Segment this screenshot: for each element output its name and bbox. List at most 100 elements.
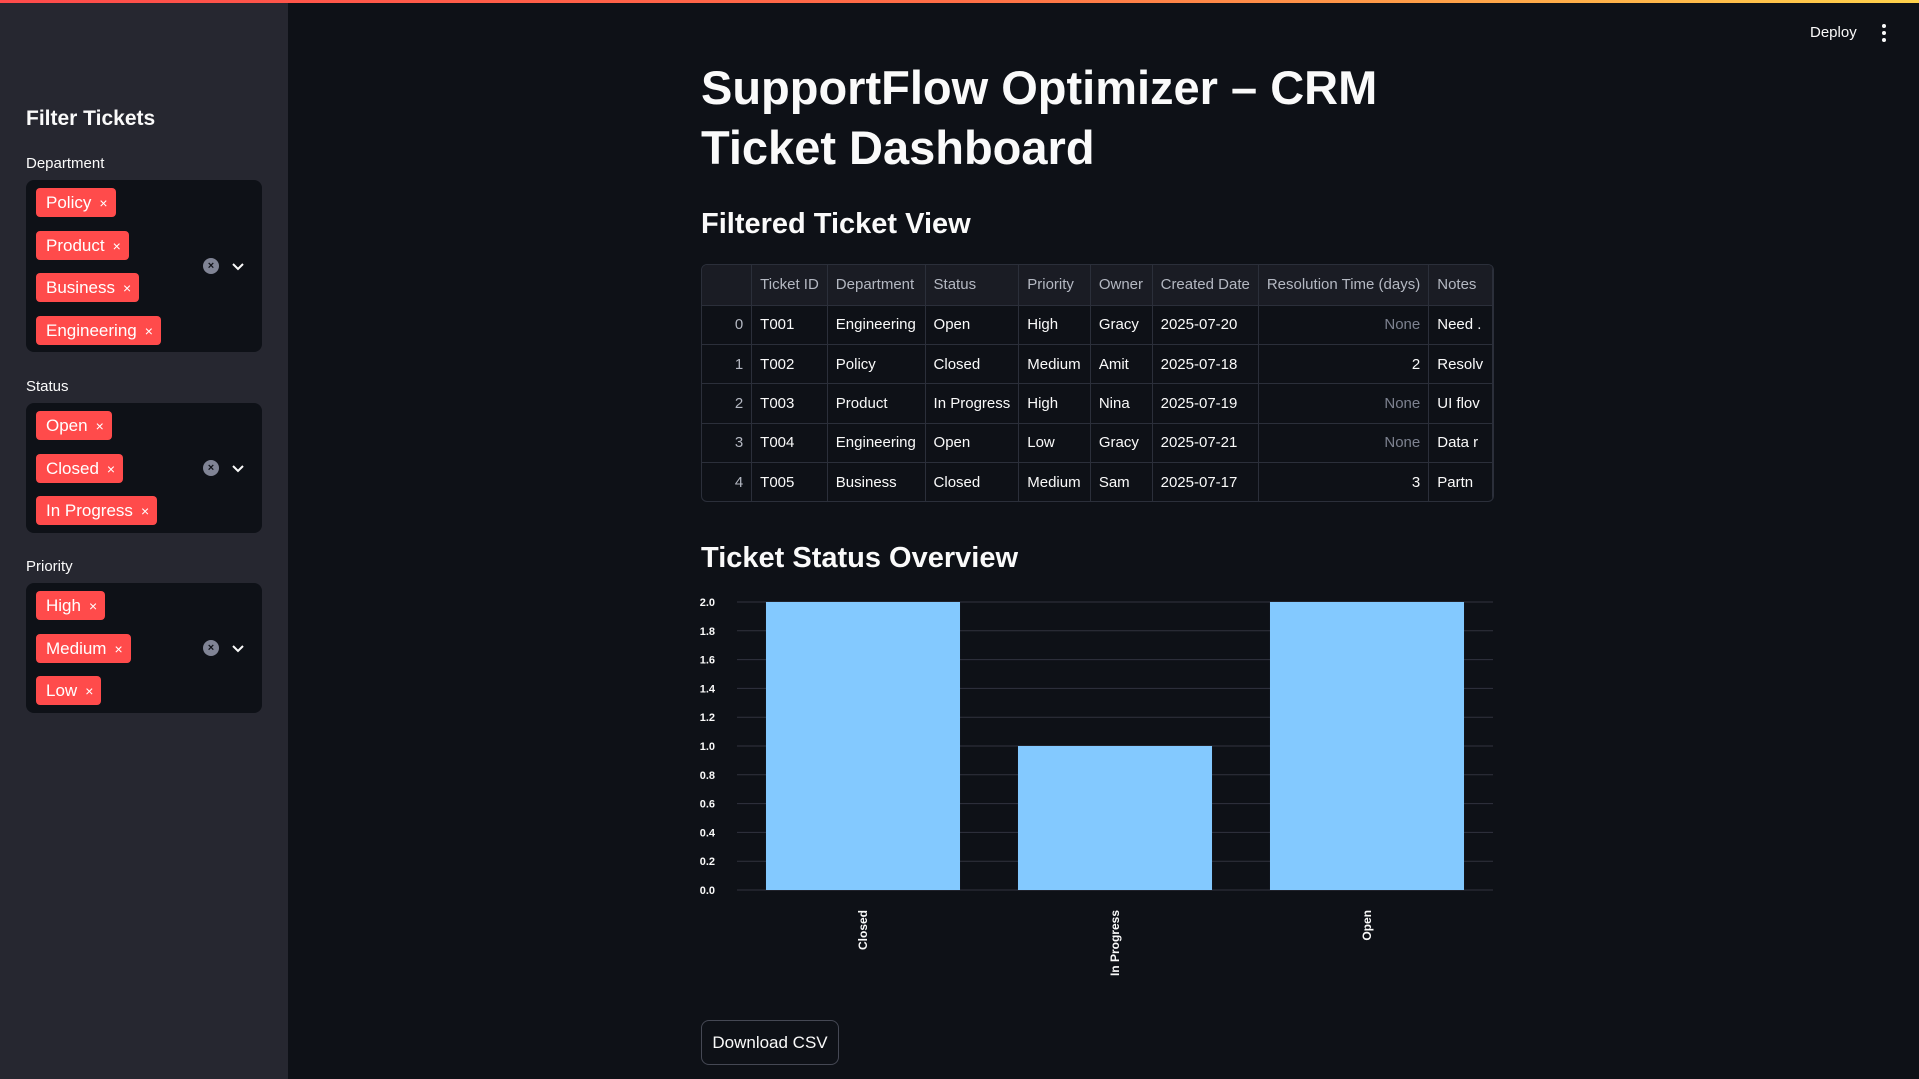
remove-tag-icon[interactable]: × bbox=[122, 280, 132, 296]
column-header[interactable]: Resolution Time (days) bbox=[1258, 265, 1430, 306]
table-cell[interactable]: T005 bbox=[751, 462, 828, 501]
table-cell[interactable]: None bbox=[1258, 305, 1430, 345]
table-cell[interactable]: Amit bbox=[1090, 344, 1153, 385]
remove-tag-icon[interactable]: × bbox=[88, 598, 98, 614]
table-cell[interactable]: Medium bbox=[1018, 344, 1091, 385]
table-cell[interactable]: Data r bbox=[1428, 423, 1493, 464]
table-cell[interactable]: Engineering bbox=[827, 423, 926, 464]
table-cell[interactable]: 2 bbox=[1258, 344, 1430, 385]
bar[interactable] bbox=[1269, 602, 1465, 890]
clear-all-icon[interactable]: × bbox=[203, 460, 219, 476]
kebab-menu-icon[interactable] bbox=[1880, 24, 1888, 44]
table-cell[interactable]: T004 bbox=[751, 423, 828, 464]
column-header[interactable]: Notes bbox=[1428, 265, 1493, 306]
department-tag[interactable]: Product× bbox=[36, 231, 129, 260]
department-tag[interactable]: Engineering× bbox=[36, 316, 161, 345]
row-index-cell[interactable]: 3 bbox=[702, 423, 753, 464]
remove-tag-icon[interactable]: × bbox=[144, 323, 153, 339]
table-cell[interactable]: Open bbox=[925, 423, 1020, 464]
status-multiselect[interactable]: Open× Closed× In Progress× × bbox=[26, 403, 262, 533]
column-header[interactable]: Created Date bbox=[1152, 265, 1259, 306]
ticket-data-table[interactable]: Ticket ID Department Status Priority Own… bbox=[701, 264, 1494, 502]
table-cell[interactable]: Need . bbox=[1428, 305, 1493, 345]
priority-tag[interactable]: High× bbox=[36, 591, 106, 620]
status-tag[interactable]: Open× bbox=[36, 411, 112, 440]
table-cell[interactable]: T003 bbox=[751, 383, 828, 424]
priority-tag[interactable]: Medium× bbox=[36, 634, 131, 663]
table-cell[interactable]: Closed bbox=[925, 344, 1020, 385]
remove-tag-icon[interactable]: × bbox=[140, 503, 150, 519]
table-cell[interactable]: Open bbox=[925, 305, 1020, 345]
table-cell[interactable]: High bbox=[1018, 383, 1091, 424]
status-tag[interactable]: In Progress× bbox=[36, 496, 158, 525]
table-cell[interactable]: UI flov bbox=[1428, 383, 1493, 424]
table-cell[interactable]: Gracy bbox=[1090, 305, 1153, 345]
table-cell[interactable]: 3 bbox=[1258, 462, 1430, 501]
status-tag[interactable]: Closed× bbox=[36, 454, 124, 483]
table-cell[interactable]: Product bbox=[827, 383, 926, 424]
table-cell[interactable]: Low bbox=[1018, 423, 1091, 464]
table-cell[interactable]: Gracy bbox=[1090, 423, 1153, 464]
row-index-cell[interactable]: 4 bbox=[702, 462, 753, 501]
y-tick-label: 0.4 bbox=[700, 827, 716, 839]
department-tag[interactable]: Policy× bbox=[36, 188, 116, 217]
remove-tag-icon[interactable]: × bbox=[114, 641, 123, 657]
deploy-button[interactable]: Deploy bbox=[1810, 24, 1857, 41]
priority-tag[interactable]: Low× bbox=[36, 676, 102, 705]
row-index-cell[interactable]: 1 bbox=[702, 344, 753, 385]
table-cell[interactable]: Engineering bbox=[827, 305, 926, 345]
department-tag[interactable]: Business× bbox=[36, 273, 140, 302]
remove-tag-icon[interactable]: × bbox=[112, 238, 121, 254]
table-cell[interactable]: Medium bbox=[1018, 462, 1091, 501]
bar[interactable] bbox=[765, 602, 961, 890]
column-header[interactable]: Owner bbox=[1090, 265, 1153, 306]
chevron-down-icon[interactable] bbox=[230, 640, 246, 656]
table-cell[interactable]: Partn bbox=[1428, 462, 1493, 501]
row-index-cell[interactable]: 0 bbox=[702, 305, 753, 345]
chevron-down-icon[interactable] bbox=[230, 258, 246, 274]
row-index-cell[interactable]: 2 bbox=[702, 383, 753, 424]
clear-all-icon[interactable]: × bbox=[203, 640, 219, 656]
table-header-row: Ticket ID Department Status Priority Own… bbox=[702, 265, 1493, 306]
column-header[interactable]: Department bbox=[827, 265, 926, 306]
y-tick-label: 1.6 bbox=[700, 655, 715, 667]
table-cell[interactable]: 2025-07-19 bbox=[1152, 383, 1259, 424]
remove-tag-icon[interactable]: × bbox=[99, 195, 108, 211]
y-tick-label: 0.2 bbox=[700, 856, 715, 868]
table-cell[interactable]: 2025-07-21 bbox=[1152, 423, 1259, 464]
table-cell[interactable]: Policy bbox=[827, 344, 926, 385]
table-cell[interactable]: T001 bbox=[751, 305, 828, 345]
column-header[interactable]: Status bbox=[925, 265, 1020, 306]
table-cell[interactable]: Nina bbox=[1090, 383, 1153, 424]
table-cell[interactable]: None bbox=[1258, 423, 1430, 464]
department-multiselect[interactable]: Policy× Product× Business× Engineering× … bbox=[26, 180, 262, 352]
table-cell[interactable]: None bbox=[1258, 383, 1430, 424]
table-cell[interactable]: 2025-07-17 bbox=[1152, 462, 1259, 501]
chevron-down-icon[interactable] bbox=[230, 460, 246, 476]
y-tick-label: 0.6 bbox=[700, 799, 715, 811]
table-cell[interactable]: Resolv bbox=[1428, 344, 1493, 385]
table-cell[interactable]: Closed bbox=[925, 462, 1020, 501]
bar[interactable] bbox=[1017, 746, 1213, 890]
table-cell[interactable]: 2025-07-18 bbox=[1152, 344, 1259, 385]
table-cell[interactable]: T002 bbox=[751, 344, 828, 385]
priority-multiselect[interactable]: High× Medium× Low× × bbox=[26, 583, 262, 713]
remove-tag-icon[interactable]: × bbox=[85, 683, 94, 699]
column-header[interactable]: Priority bbox=[1018, 265, 1091, 306]
table-cell[interactable]: Sam bbox=[1090, 462, 1153, 501]
table-cell[interactable]: High bbox=[1018, 305, 1091, 345]
download-csv-button[interactable]: Download CSV bbox=[701, 1020, 839, 1065]
column-header[interactable]: Ticket ID bbox=[751, 265, 828, 306]
table-cell[interactable]: 2025-07-20 bbox=[1152, 305, 1259, 345]
column-header[interactable] bbox=[702, 265, 753, 306]
remove-tag-icon[interactable]: × bbox=[95, 418, 104, 434]
table-cell[interactable]: In Progress bbox=[925, 383, 1020, 424]
clear-all-icon[interactable]: × bbox=[203, 258, 219, 274]
remove-tag-icon[interactable]: × bbox=[106, 461, 116, 477]
table-cell[interactable]: Business bbox=[827, 462, 926, 501]
